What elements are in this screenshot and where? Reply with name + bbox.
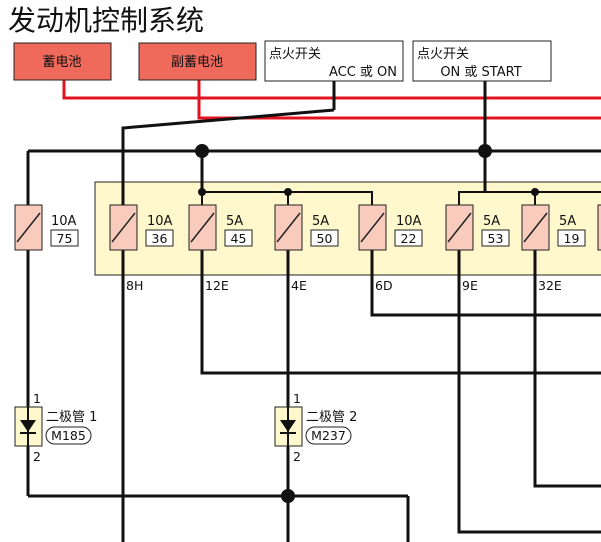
fuse-5: 5A 19 32E — [521, 204, 586, 293]
diode-icon — [20, 420, 36, 432]
fuse-2: 5A 50 4E — [274, 204, 339, 293]
junction-dots — [195, 144, 539, 503]
diode-name: 二极管 2 — [306, 410, 357, 425]
ignition-switch-acc-box: 点火开关 ACC 或 ON — [264, 40, 404, 82]
fuse-rating: 10A — [396, 214, 422, 229]
fuse-rating: 5A — [483, 214, 500, 229]
page-title: 发动机控制系统 — [8, 4, 204, 37]
fuse-rating: 5A — [312, 214, 329, 229]
sub-battery-label: 副蓄电池 — [171, 55, 223, 70]
fuse-rating: 5A — [226, 214, 243, 229]
diode-name: 二极管 1 — [46, 410, 97, 425]
ignition-start-line1: 点火开关 — [417, 47, 469, 62]
battery-box: 蓄电池 — [13, 42, 112, 81]
fuse-box — [94, 181, 601, 276]
ignition-acc-line2: ACC 或 ON — [329, 65, 397, 80]
fuse-number: 53 — [488, 231, 504, 246]
sub-battery-box: 副蓄电池 — [138, 42, 257, 81]
fuse-number: 22 — [401, 231, 417, 246]
fuse-number: 50 — [317, 231, 333, 246]
diode-pin-top: 1 — [33, 391, 41, 406]
diode-1: 1 2 二极管 2 M237 — [274, 391, 357, 464]
fuse-0: 10A 36 8H — [109, 204, 174, 293]
fuse-pin-label: 32E — [538, 278, 562, 293]
diode-code: M185 — [51, 428, 86, 443]
fuse-pin-label: 9E — [462, 278, 478, 293]
fuse-pin-label: 4E — [291, 278, 307, 293]
fuse-number: 75 — [57, 231, 73, 246]
red-power-wires — [62, 80, 601, 120]
battery-wire — [62, 80, 601, 100]
diode-pin-bottom: 2 — [293, 449, 301, 464]
fuse-rating: 10A — [51, 214, 77, 229]
fuse-rating: 10A — [147, 214, 173, 229]
fuse-pin-label: 8H — [126, 278, 143, 293]
ignition-acc-line1: 点火开关 — [269, 47, 321, 62]
partial-fuse — [597, 204, 601, 251]
black-wires — [26, 81, 601, 542]
diode-0: 1 2 二极管 1 M185 — [14, 391, 97, 464]
diode-code: M237 — [311, 428, 346, 443]
diode-pin-bottom: 2 — [33, 449, 41, 464]
diodes: 1 2 二极管 1 M185 1 2 二极管 2 M237 — [14, 391, 357, 464]
box-fuses: 10A 36 8H 5A 45 12E 5A 50 4E 10A 22 6D 5A 53 9E 5A 19 32E — [109, 204, 586, 293]
fuse-pin-label: 12E — [205, 278, 229, 293]
fuse-number: 19 — [564, 231, 580, 246]
fuse-external: 10A 75 — [14, 204, 79, 251]
fuse-rating: 5A — [559, 214, 576, 229]
diode-icon — [280, 420, 296, 432]
fuse-3: 10A 22 6D — [358, 204, 423, 293]
fuse-1: 5A 45 12E — [188, 204, 253, 293]
fuse-4: 5A 53 9E — [445, 204, 510, 293]
fuse-number: 45 — [231, 231, 247, 246]
battery-label: 蓄电池 — [42, 55, 81, 70]
diode-pin-top: 1 — [293, 391, 301, 406]
sub-battery-wire — [197, 80, 601, 120]
fuse-pin-label: 6D — [375, 278, 393, 293]
ignition-switch-start-box: 点火开关 ON 或 START — [412, 40, 552, 82]
fuse-number: 36 — [152, 231, 168, 246]
ignition-start-line2: ON 或 START — [440, 65, 521, 80]
